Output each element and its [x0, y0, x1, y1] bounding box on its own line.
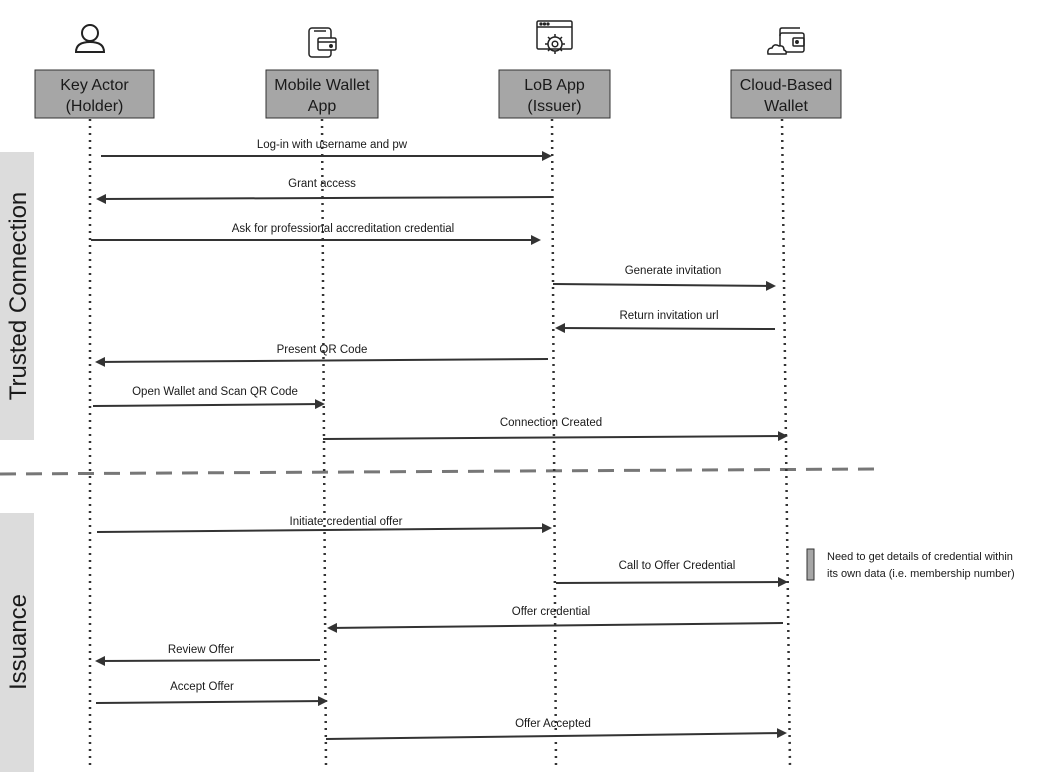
message-arrow: [322, 431, 788, 442]
message-label: Ask for professional accreditation crede…: [232, 223, 454, 235]
actor-label-mobile-line2: App: [308, 98, 337, 115]
actor-label-lob-line1: LoB App: [524, 77, 585, 94]
message-13: Accept Offer: [95, 681, 328, 707]
message-14: Offer Accepted: [325, 718, 787, 740]
note-marker: [806, 548, 815, 581]
actor-lob: LoB App (Issuer): [498, 69, 611, 119]
app-gear-icon: [536, 20, 573, 54]
message-2: Grant access: [96, 178, 554, 204]
message-4: Generate invitation: [552, 265, 776, 291]
lifeline-lob: [550, 118, 558, 769]
message-11: Offer credential: [327, 606, 784, 633]
actor-box-lob: [498, 69, 611, 119]
message-label: Return invitation url: [619, 310, 718, 322]
message-6: Present QR Code: [95, 344, 549, 367]
message-label: Generate invitation: [625, 265, 722, 277]
message-7: Open Wallet and Scan QR Code: [92, 386, 325, 410]
message-label: Initiate credential offer: [290, 516, 403, 528]
actor-box-cloud: [730, 69, 842, 119]
message-arrow: [95, 696, 328, 707]
mobile-wallet-icon: [308, 27, 337, 58]
section-label-issuance: Issuance: [5, 594, 32, 690]
message-label: Offer Accepted: [515, 718, 591, 730]
message-1: Log-in with username and pw: [101, 139, 552, 161]
message-arrow: [96, 193, 554, 204]
section-divider: [0, 467, 876, 476]
message-arrow: [95, 655, 321, 666]
message-9: Initiate credential offer: [96, 516, 552, 534]
message-8: Connection Created: [322, 417, 788, 442]
section-band-trusted: [0, 152, 34, 440]
message-arrow: [555, 577, 788, 588]
message-label: Offer credential: [512, 606, 590, 618]
message-arrow: [327, 622, 784, 633]
note-text-line1: Need to get details of credential within: [827, 551, 1013, 563]
message-label: Log-in with username and pw: [257, 139, 408, 151]
actor-mobile: Mobile Wallet App: [265, 69, 379, 119]
person-icon: [74, 24, 106, 53]
message-5: Return invitation url: [555, 310, 776, 334]
cloud-wallet-icon: [767, 27, 805, 55]
message-arrow: [95, 356, 549, 367]
actor-label-cloud-line1: Cloud-Based: [740, 77, 833, 94]
message-label: Accept Offer: [170, 681, 234, 693]
actor-holder: Key Actor (Holder): [34, 69, 155, 119]
message-label: Call to Offer Credential: [619, 560, 736, 572]
message-arrow: [555, 323, 776, 334]
lifeline-mobile: [320, 118, 328, 769]
message-label: Grant access: [288, 178, 356, 190]
note-text-line2: its own data (i.e. membership number): [827, 568, 1015, 580]
note: Need to get details of credential within…: [806, 548, 1015, 581]
section-label-trusted: Trusted Connection: [5, 192, 32, 401]
message-label: Review Offer: [168, 644, 234, 656]
message-3: Ask for professional accreditation crede…: [91, 223, 541, 245]
actor-cloud: Cloud-Based Wallet: [730, 69, 842, 119]
message-label: Open Wallet and Scan QR Code: [132, 386, 298, 398]
message-label: Connection Created: [500, 417, 602, 429]
lifeline-cloud: [780, 118, 792, 769]
message-arrow: [92, 399, 325, 410]
message-arrow: [96, 523, 552, 534]
message-arrow: [325, 728, 787, 740]
actor-box-holder: [34, 69, 155, 119]
actor-label-holder-line2: (Holder): [66, 98, 124, 115]
message-12: Review Offer: [95, 644, 321, 666]
message-label: Present QR Code: [277, 344, 368, 356]
actor-box-mobile: [265, 69, 379, 119]
actor-label-lob-line2: (Issuer): [527, 98, 581, 115]
message-arrow: [552, 280, 776, 291]
section-band-issuance: [0, 513, 34, 772]
actor-label-mobile-line1: Mobile Wallet: [274, 77, 370, 94]
actor-label-holder-line1: Key Actor: [60, 77, 129, 94]
message-10: Call to Offer Credential: [555, 560, 788, 588]
actor-label-cloud-line2: Wallet: [764, 98, 808, 115]
